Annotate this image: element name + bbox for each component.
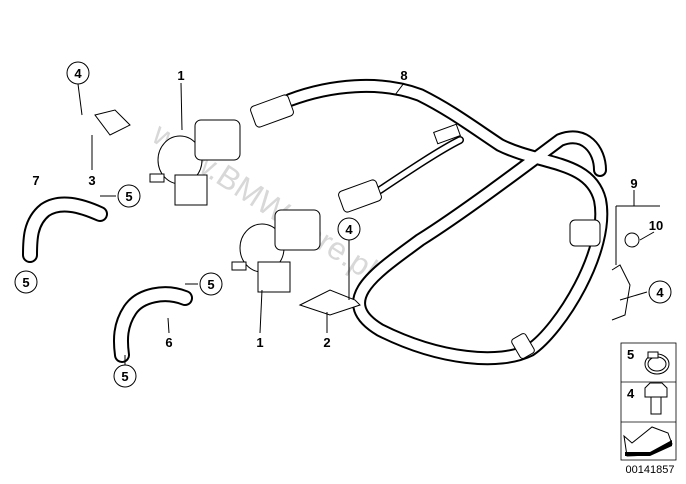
clip-10 <box>624 232 640 248</box>
leader-lines <box>77 82 660 365</box>
svg-text:4: 4 <box>74 66 82 81</box>
svg-text:4: 4 <box>656 285 664 300</box>
callout-8: 8 <box>400 68 407 83</box>
hose-clamp-icon <box>644 351 670 375</box>
callout-2: 2 <box>323 335 330 350</box>
legend-label-5: 5 <box>627 347 634 362</box>
svg-text:5: 5 <box>125 189 132 204</box>
callout-3: 3 <box>88 173 95 188</box>
callout-4: 4 <box>648 280 672 304</box>
callout-4: 4 <box>66 61 90 85</box>
callout-5: 5 <box>117 184 141 208</box>
bracket-3 <box>94 109 131 136</box>
callout-4: 4 <box>337 217 361 241</box>
valve-1-upper <box>149 119 241 206</box>
svg-text:5: 5 <box>121 369 128 384</box>
bracket-9 <box>611 264 631 321</box>
diagram-code: 00141857 <box>626 464 675 476</box>
callout-1: 1 <box>256 335 263 350</box>
legend-box: 5 4 <box>620 342 677 461</box>
hose-connector <box>569 219 601 247</box>
hose-8 <box>250 78 609 366</box>
callout-7: 7 <box>32 173 39 188</box>
callout-5: 5 <box>14 270 38 294</box>
callout-1: 1 <box>177 68 184 83</box>
callout-9: 9 <box>630 176 637 191</box>
valve-1-lower <box>231 209 321 293</box>
legend-label-4: 4 <box>627 386 635 401</box>
callout-10: 10 <box>649 218 663 233</box>
svg-text:5: 5 <box>207 277 214 292</box>
svg-text:4: 4 <box>345 222 353 237</box>
bracket-2 <box>298 289 361 316</box>
svg-text:5: 5 <box>22 275 29 290</box>
arrow-icon <box>623 426 673 457</box>
callout-6: 6 <box>165 335 172 350</box>
callout-5: 5 <box>113 364 137 388</box>
hex-bolt-icon <box>644 382 668 415</box>
callout-5: 5 <box>199 272 223 296</box>
